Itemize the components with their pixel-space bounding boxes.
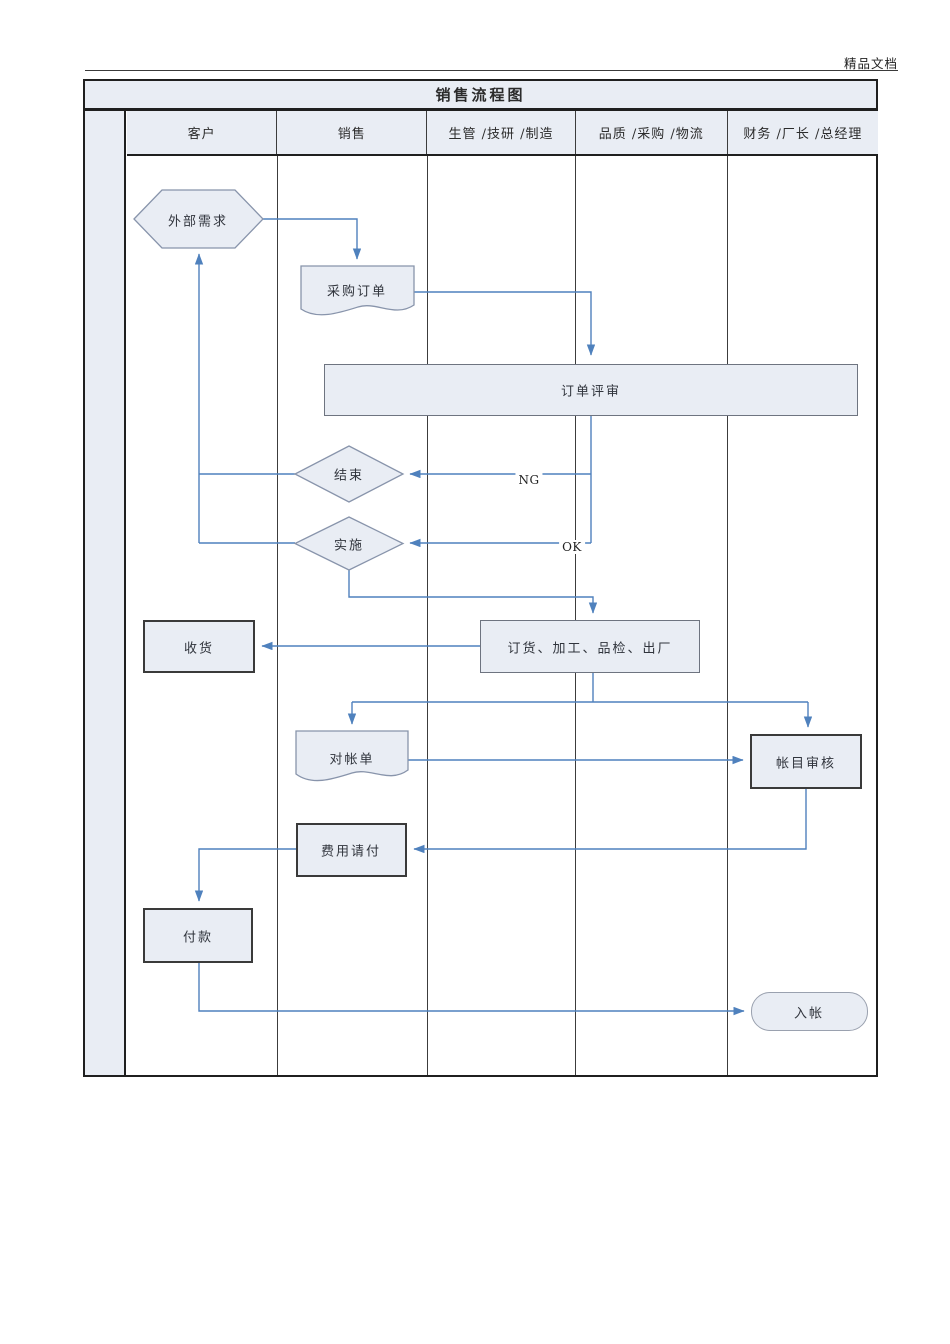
lane-header-sales: 销售 [277,111,428,154]
lane-divider-4 [727,156,728,1075]
label-receive-goods: 收货 [183,641,215,657]
diagram-title: 销售流程图 [83,79,878,111]
node-payment [143,908,253,963]
node-produce-ship [480,620,700,673]
gutter-column [85,111,126,1075]
label-book-entry: 入帐 [793,1006,825,1022]
lane-header-quality: 品质 /采购 /物流 [576,111,728,154]
edge-label-ng: NG [515,473,543,487]
lane-header-customer: 客户 [127,111,278,154]
node-order-review [324,364,858,416]
node-receive-goods [143,620,255,673]
lane-header-row: 客户 销售 生管 /技研 /制造 品质 /采购 /物流 财务 /厂长 /总经理 [127,111,878,156]
label-external-demand: 外部需求 [167,214,229,230]
lane-divider-1 [277,156,278,1075]
label-statement: 对帐单 [329,752,375,768]
label-purchase-order: 采购订单 [326,284,388,300]
label-expense-request: 费用请付 [320,844,382,860]
label-order-review: 订单评审 [560,384,622,400]
node-account-audit [750,734,862,789]
lane-header-production: 生管 /技研 /制造 [427,111,576,154]
node-book-entry [751,992,868,1031]
lane-header-finance: 财务 /厂长 /总经理 [743,127,863,142]
node-expense-request [296,823,407,877]
watermark-text: 精品文档 [843,56,898,71]
header-rule [85,70,898,71]
lane-divider-3 [575,156,576,1075]
edge-label-ok: OK [559,540,585,554]
label-produce-ship: 订货、加工、品检、出厂 [507,641,673,657]
label-account-audit: 帐目审核 [775,756,837,772]
label-end: 结束 [333,468,365,484]
label-payment: 付款 [182,930,214,946]
lane-divider-2 [427,156,428,1075]
label-implement: 实施 [333,538,365,554]
